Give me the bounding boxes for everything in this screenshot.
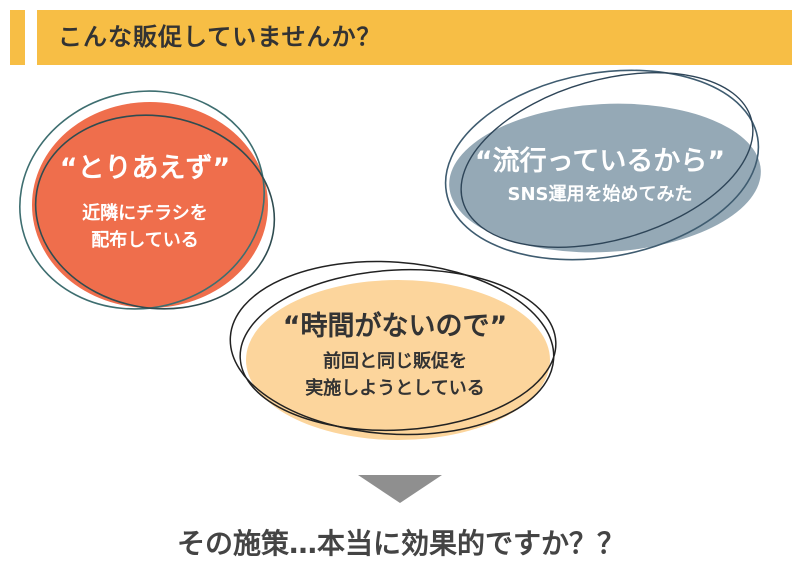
closing-question: その施策…本当に効果的ですか？？	[176, 527, 625, 560]
bubble-ryukou-ring-2	[460, 71, 754, 249]
bubble-ryukou-line1: SNS運用を始めてみた	[507, 184, 693, 205]
header-title: こんな販促していませんか？	[58, 23, 382, 51]
bubble-jikan-ring-2	[239, 268, 557, 432]
bubble-ryukou	[444, 69, 761, 261]
bubble-toriaezu-fill	[32, 102, 268, 308]
bubble-jikan-fill	[246, 280, 550, 440]
bubble-jikan	[229, 260, 557, 440]
bubble-toriaezu-ring-2	[34, 114, 276, 310]
bubble-toriaezu-quote: “とりあえず”	[59, 153, 231, 184]
section-header: こんな販促していませんか？	[10, 10, 792, 65]
bubble-jikan-text: “時間がないので” 前回と同じ販促を 実施しようとしている	[235, 310, 555, 402]
bubble-toriaezu-text: “とりあえず” 近隣にチラシを 配布している	[20, 152, 270, 254]
header-accent-tab	[10, 10, 25, 65]
bubble-toriaezu	[19, 90, 276, 310]
bubble-ryukou-text: “流行っているから” SNS運用を始めてみた	[440, 145, 760, 208]
bubble-jikan-line1: 前回と同じ販促を	[323, 351, 467, 372]
bubble-ryukou-ring-1	[444, 69, 760, 261]
bubble-toriaezu-ring-1	[19, 90, 265, 310]
bubble-ryukou-quote: “流行っているから”	[474, 146, 726, 177]
bubble-jikan-quote: “時間がないので”	[282, 311, 508, 342]
bubble-toriaezu-line1: 近隣にチラシを	[82, 203, 208, 224]
down-triangle-arrow-icon	[358, 475, 442, 503]
bubble-toriaezu-line2: 配布している	[91, 230, 199, 251]
bubble-jikan-line2: 実施しようとしている	[305, 378, 485, 399]
header-bar	[37, 10, 792, 65]
